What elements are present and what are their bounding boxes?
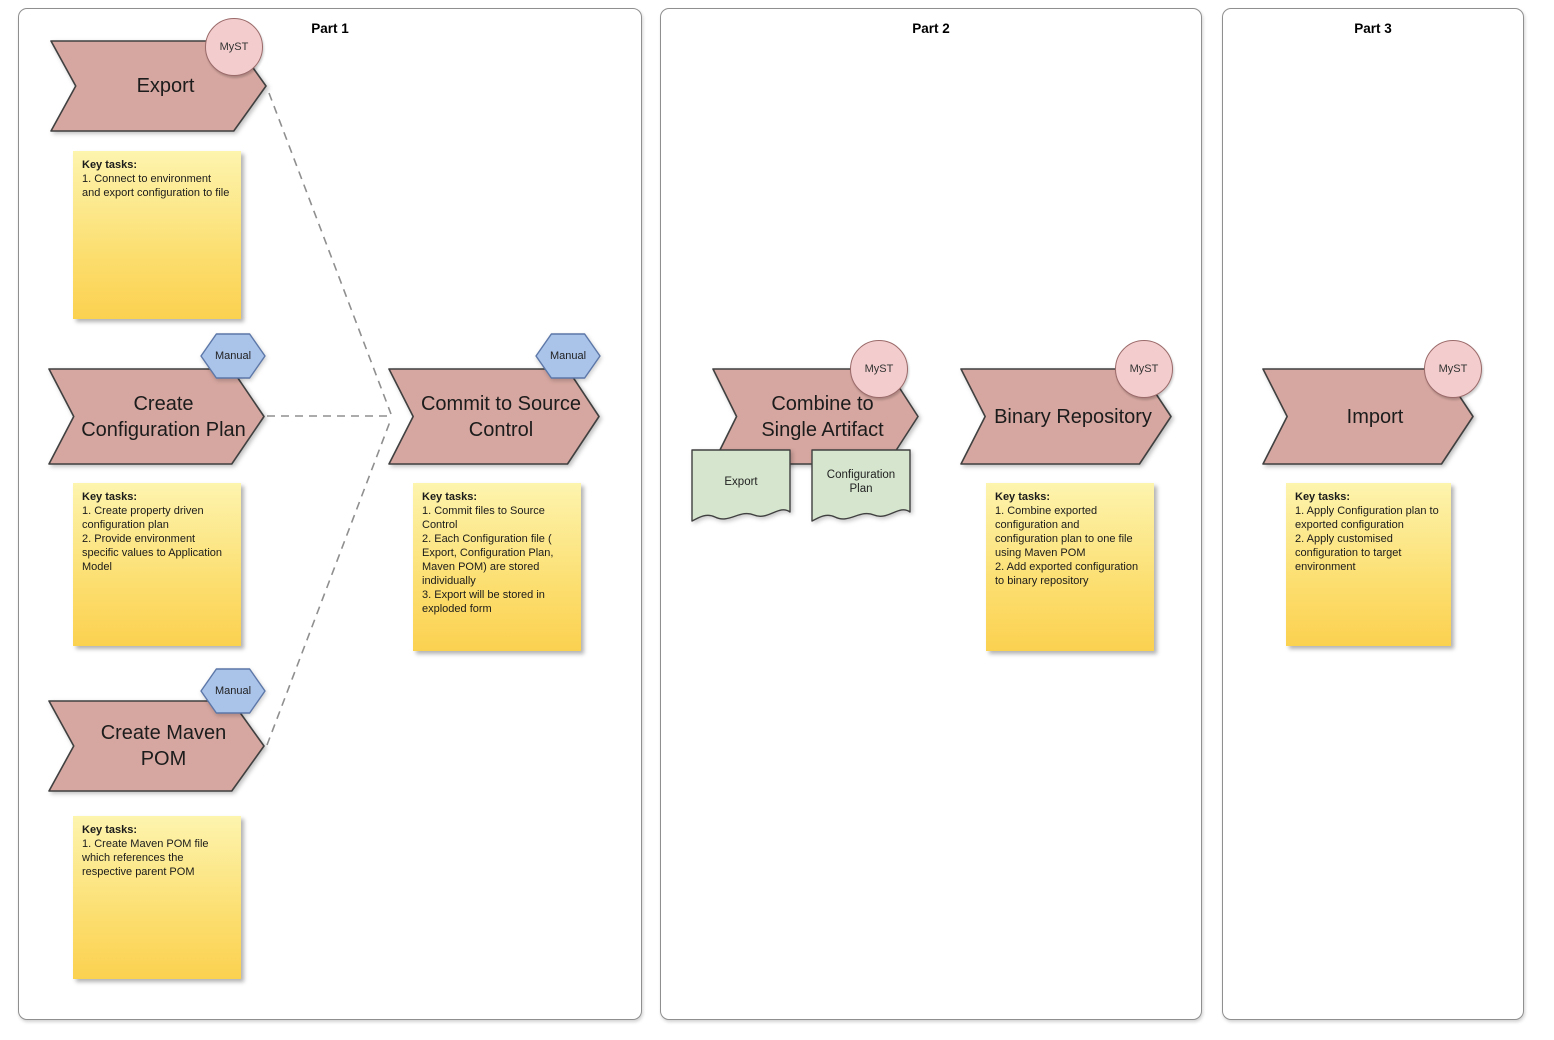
hexagon-shape xyxy=(536,334,600,378)
note-title: Key tasks: xyxy=(422,491,478,503)
manual-badge: Manual xyxy=(201,334,265,378)
sticky-note-import: Key tasks: 1. Apply Configuration plan t… xyxy=(1286,483,1451,646)
hexagon-shape xyxy=(201,669,265,713)
note-title: Key tasks: xyxy=(82,159,138,171)
process-commit-source-control: Commit to Source Control xyxy=(389,369,599,464)
process-import-label: Import xyxy=(1346,405,1404,428)
note-title: Key tasks: xyxy=(82,491,138,503)
panel-part3: Part 3 Import MyST Key tasks: 1. Apply C… xyxy=(1222,8,1524,1020)
sticky-note-configuration-plan: Key tasks: 1. Create property driven con… xyxy=(73,483,241,646)
panel-part1: Part 1 Export MyST Key tasks: 1. Connect… xyxy=(18,8,642,1020)
myst-badge: MyST xyxy=(850,340,908,398)
note-body: 1. Create property driven configuration … xyxy=(82,505,223,573)
note-body: 1. Create Maven POM file which reference… xyxy=(82,838,209,878)
process-export-label: Export xyxy=(136,75,195,97)
myst-badge: MyST xyxy=(205,18,263,76)
note-title: Key tasks: xyxy=(995,491,1051,503)
note-title: Key tasks: xyxy=(82,824,138,836)
manual-badge: Manual xyxy=(536,334,600,378)
myst-badge-label: MyST xyxy=(219,41,249,53)
hexagon-shape xyxy=(201,334,265,378)
note-body: 1. Combine exported configuration and co… xyxy=(995,505,1139,587)
document-export: Export xyxy=(691,449,791,529)
manual-badge-label: Manual xyxy=(549,350,587,362)
process-binary-repository-label: Binary Repository xyxy=(994,405,1152,428)
myst-badge-label: MyST xyxy=(1438,363,1468,375)
manual-badge-label: Manual xyxy=(214,350,252,362)
note-body: 1. Apply Configuration plan to exported … xyxy=(1295,505,1439,573)
sticky-note-maven-pom: Key tasks: 1. Create Maven POM file whic… xyxy=(73,816,241,979)
sticky-note-commit: Key tasks: 1. Commit files to Source Con… xyxy=(413,483,581,651)
note-title: Key tasks: xyxy=(1295,491,1351,503)
document-shape xyxy=(691,449,791,529)
document-configuration-plan-label: Configuration Plan xyxy=(826,468,896,495)
panel-part1-title: Part 1 xyxy=(311,21,349,36)
panel-part2-title: Part 2 xyxy=(912,21,950,36)
manual-badge: Manual xyxy=(201,669,265,713)
manual-badge-label: Manual xyxy=(214,685,252,697)
process-create-configuration-plan: Create Configuration Plan xyxy=(49,369,264,464)
panel-part2: Part 2 Combine to Single Artifact MyST E… xyxy=(660,8,1202,1020)
myst-badge-label: MyST xyxy=(864,363,894,375)
process-commit-source-control-label: Commit to Source Control xyxy=(420,392,582,441)
document-export-label: Export xyxy=(724,475,758,488)
note-body: 1. Commit files to Source Control 2. Eac… xyxy=(422,505,554,615)
panel-part3-title: Part 3 xyxy=(1354,21,1392,36)
document-configuration-plan: Configuration Plan xyxy=(811,449,911,529)
myst-badge: MyST xyxy=(1115,340,1173,398)
dashed-connectors xyxy=(266,92,392,746)
myst-badge-label: MyST xyxy=(1129,363,1159,375)
process-create-maven-pom-label: Create Maven POM xyxy=(100,722,227,770)
note-body: 1. Connect to environment and export con… xyxy=(82,173,230,199)
myst-badge: MyST xyxy=(1424,340,1482,398)
process-create-maven-pom: Create Maven POM xyxy=(49,701,264,791)
process-create-configuration-plan-label: Create Configuration Plan xyxy=(81,392,246,441)
process-combine-single-artifact-label: Combine to Single Artifact xyxy=(761,392,884,441)
document-shape xyxy=(811,449,911,529)
sticky-note-export: Key tasks: 1. Connect to environment and… xyxy=(73,151,241,319)
sticky-note-binary-repository: Key tasks: 1. Combine exported configura… xyxy=(986,483,1154,651)
